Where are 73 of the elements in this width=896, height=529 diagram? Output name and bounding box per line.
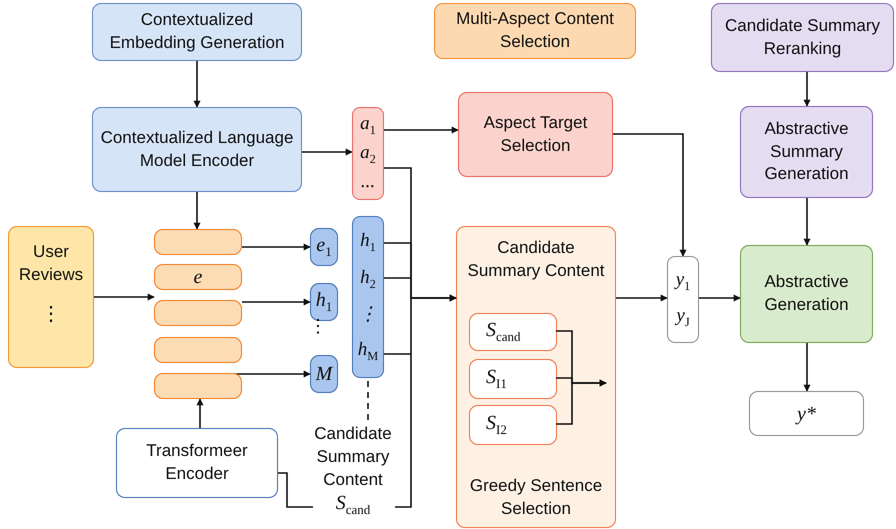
arrow bbox=[556, 380, 607, 425]
variable-label: S$_{cand}$ bbox=[485, 319, 522, 345]
arrow bbox=[196, 398, 204, 428]
variable-box bbox=[749, 391, 864, 436]
arrow bbox=[804, 72, 810, 107]
process-box bbox=[92, 3, 302, 61]
module-box bbox=[456, 226, 616, 528]
arrow bbox=[384, 126, 459, 134]
arrow bbox=[699, 294, 741, 302]
arrow bbox=[194, 192, 200, 230]
variable-label: e bbox=[192, 266, 204, 288]
variable-box bbox=[469, 359, 557, 399]
node-label: Contextualized Language Model Encoder bbox=[100, 126, 294, 172]
variable-box bbox=[310, 228, 338, 266]
arrow bbox=[613, 133, 686, 257]
variable-label: h$_{2}$ bbox=[359, 268, 377, 292]
arrow bbox=[616, 294, 668, 302]
arrow bbox=[194, 61, 200, 108]
process-box bbox=[434, 3, 636, 59]
node-label: User Reviews bbox=[18, 241, 84, 286]
node-label: Abstractive Summary Generation bbox=[763, 118, 850, 186]
empty-bar bbox=[154, 229, 242, 255]
variable-label: ... bbox=[360, 172, 376, 194]
process-box bbox=[740, 106, 873, 198]
empty-bar bbox=[154, 337, 242, 363]
node-label: Multi-Aspect Content Selection bbox=[455, 8, 615, 53]
node-label: Greedy Sentence Selection bbox=[468, 475, 604, 520]
variable-box bbox=[310, 283, 338, 321]
variable-label: a$_{2}$ bbox=[359, 143, 377, 166]
variable-label: a$_{1}$ bbox=[359, 114, 377, 138]
node-label: Aspect Target Selection bbox=[482, 112, 588, 156]
process-box bbox=[458, 92, 613, 177]
process-box bbox=[116, 428, 278, 498]
variable-box bbox=[310, 355, 338, 393]
arrow bbox=[94, 294, 155, 300]
variable-label: S$_{I1}$ bbox=[485, 366, 508, 392]
node-label: Candidate Summary Content bbox=[466, 237, 606, 282]
variable-box bbox=[469, 405, 557, 445]
variable-label: y$_{1}$ bbox=[673, 270, 692, 294]
variable-label: e$_{1}$ bbox=[315, 234, 333, 260]
variable-label: ⋮ bbox=[358, 305, 378, 326]
arrow bbox=[242, 298, 311, 306]
process-box bbox=[740, 245, 873, 343]
variable-label: h$_{1}$ bbox=[359, 230, 377, 254]
arrow bbox=[804, 343, 810, 392]
arrow bbox=[242, 244, 311, 250]
arrow bbox=[804, 198, 810, 246]
variable-label: h$_{M}$ bbox=[356, 340, 380, 364]
variable-label: y* bbox=[794, 402, 817, 424]
node-label: Candidate Summary Content bbox=[313, 422, 393, 491]
variable-box bbox=[154, 264, 242, 290]
empty-bar bbox=[154, 373, 242, 399]
variable-box bbox=[469, 313, 557, 351]
variable-label: y$_{J}$ bbox=[674, 306, 691, 330]
arrow bbox=[395, 294, 457, 508]
vector-box bbox=[352, 216, 384, 378]
vector-box bbox=[352, 107, 384, 200]
process-box bbox=[92, 107, 302, 192]
variable-label: h$_{1}$ bbox=[314, 289, 334, 315]
empty-bar bbox=[154, 300, 242, 326]
process-box bbox=[711, 3, 894, 72]
input-box bbox=[8, 226, 94, 368]
node-label: Abstractive Generation bbox=[763, 271, 850, 316]
vector-box bbox=[667, 256, 699, 343]
node-label: Contextualized Embedding Generation bbox=[108, 9, 286, 54]
node-label: ⋮ bbox=[40, 302, 62, 327]
arrow bbox=[302, 148, 353, 156]
ellipsis-label: ⋮ bbox=[309, 315, 327, 337]
variable-label: S$_{I2}$ bbox=[485, 412, 508, 438]
node-label: Transformeer Encoder bbox=[145, 440, 249, 485]
variable-label: M bbox=[314, 363, 334, 385]
variable-label: S$_{cand}$ bbox=[334, 492, 372, 518]
node-label: Candidate Summary Reranking bbox=[724, 14, 881, 60]
